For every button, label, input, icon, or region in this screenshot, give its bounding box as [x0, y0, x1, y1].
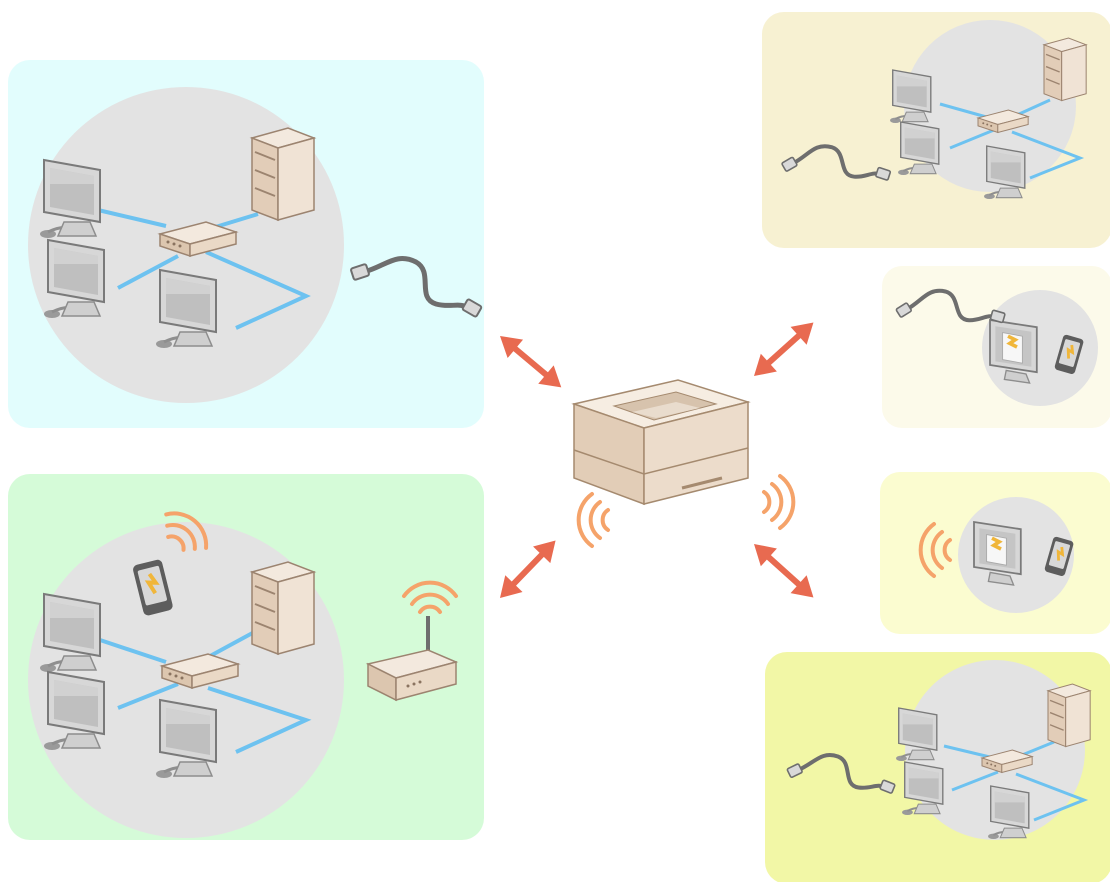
wireless-lan-panel — [8, 474, 484, 840]
wired-lan-panel — [8, 60, 484, 428]
printer-icon — [571, 379, 751, 506]
sub-line-network-panel-bottom — [765, 652, 1110, 882]
server-icon — [251, 561, 315, 655]
double-arrow-icon — [492, 327, 569, 397]
wireless-signal-icon — [576, 492, 610, 548]
usb-connection-panel — [882, 266, 1110, 428]
server-icon — [1047, 683, 1091, 748]
double-arrow-icon — [746, 314, 822, 385]
wireless-signal-icon — [762, 474, 796, 530]
sub-line-network-panel-top — [762, 12, 1110, 248]
double-arrow-icon — [746, 535, 822, 606]
direct-connection-panel — [880, 472, 1110, 634]
double-arrow-icon — [491, 532, 564, 606]
server-icon — [1043, 37, 1087, 102]
server-icon — [251, 127, 315, 221]
wireless-router-icon — [365, 616, 459, 702]
